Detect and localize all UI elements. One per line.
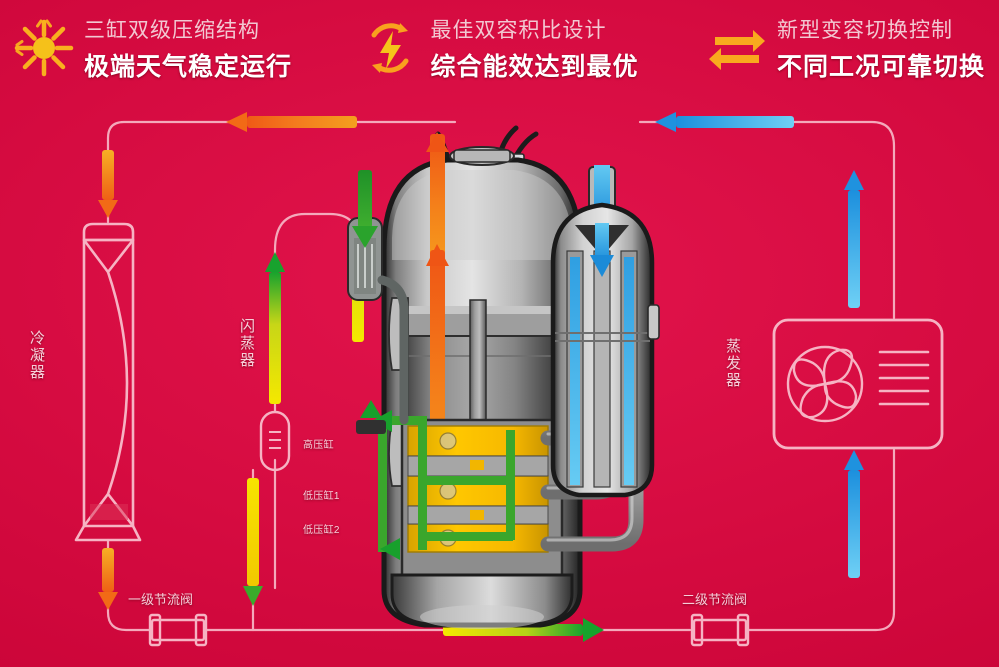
- flow-arrow-suction-top: [655, 112, 794, 132]
- feature-header: 三缸双级压缩结构 极端天气稳定运行 最佳双容积比设计 综合能效达到最优: [0, 0, 999, 96]
- label-throttle-valve-2: 二级节流阀: [682, 592, 748, 607]
- internal-tubes: [566, 223, 638, 488]
- label-cylinder-high-pressure: 高压缸: [303, 440, 334, 451]
- flow-arrow-evaporator-in: [844, 450, 864, 578]
- label-condenser: 冷凝器: [28, 330, 45, 381]
- flow-arrow-suction-riser: [844, 170, 864, 308]
- discharge-port: [449, 146, 515, 166]
- flow-arrow-condenser-out: [98, 548, 118, 610]
- accumulator-ribs: [555, 332, 650, 342]
- accumulator-mount-lug: [647, 304, 660, 340]
- bidirectional-arrows-icon: [707, 15, 767, 81]
- accumulator-cutaway-icon: [550, 165, 660, 498]
- evaporator-fan-icon: [772, 318, 944, 450]
- label-evaporator: 蒸发器: [724, 338, 741, 389]
- condenser-coil-icon: [74, 222, 142, 542]
- vapor-injection-valve: [347, 170, 409, 425]
- sun-snowflake-icon: [14, 15, 74, 81]
- flow-arrow-to-condenser: [98, 150, 118, 218]
- feature-title: 新型变容切换控制: [776, 18, 953, 42]
- mount-lug-left: [356, 420, 386, 434]
- feature-subtitle: 综合能效达到最优: [430, 52, 639, 81]
- label-cylinder-low-pressure-1: 低压缸1: [303, 491, 340, 502]
- throttle-valve-icon-1[interactable]: [148, 613, 208, 647]
- label-cylinder-low-pressure-2: 低压缸2: [303, 525, 340, 536]
- feature-subtitle: 不同工况可靠切换: [776, 52, 985, 81]
- throttle-valve-icon-2[interactable]: [690, 613, 750, 647]
- lightning-recycle-icon: [360, 15, 420, 81]
- label-throttle-valve-1: 一级节流阀: [128, 592, 194, 607]
- accumulator-inlet: [588, 165, 616, 225]
- feature-item-1: 三缸双级压缩结构 极端天气稳定运行: [14, 14, 292, 83]
- cylinder-high-pressure: [407, 425, 549, 457]
- flow-arrow-discharge-top: [226, 112, 357, 132]
- flash-tank-icon: [259, 410, 291, 472]
- feature-title: 三缸双级压缩结构: [84, 18, 260, 42]
- flow-arrow-yellow-down: [243, 478, 263, 606]
- feature-item-2: 最佳双容积比设计 综合能效达到最优: [360, 14, 638, 83]
- compressor-cutaway-icon: [347, 125, 644, 629]
- feature-title: 最佳双容积比设计: [430, 18, 607, 42]
- flow-arrow-vapor-injection-up: [265, 252, 285, 404]
- feature-item-3: 新型变容切换控制 不同工况可靠切换: [707, 14, 985, 83]
- feature-subtitle: 极端天气稳定运行: [84, 52, 293, 81]
- label-flash-tank: 闪蒸器: [238, 318, 255, 369]
